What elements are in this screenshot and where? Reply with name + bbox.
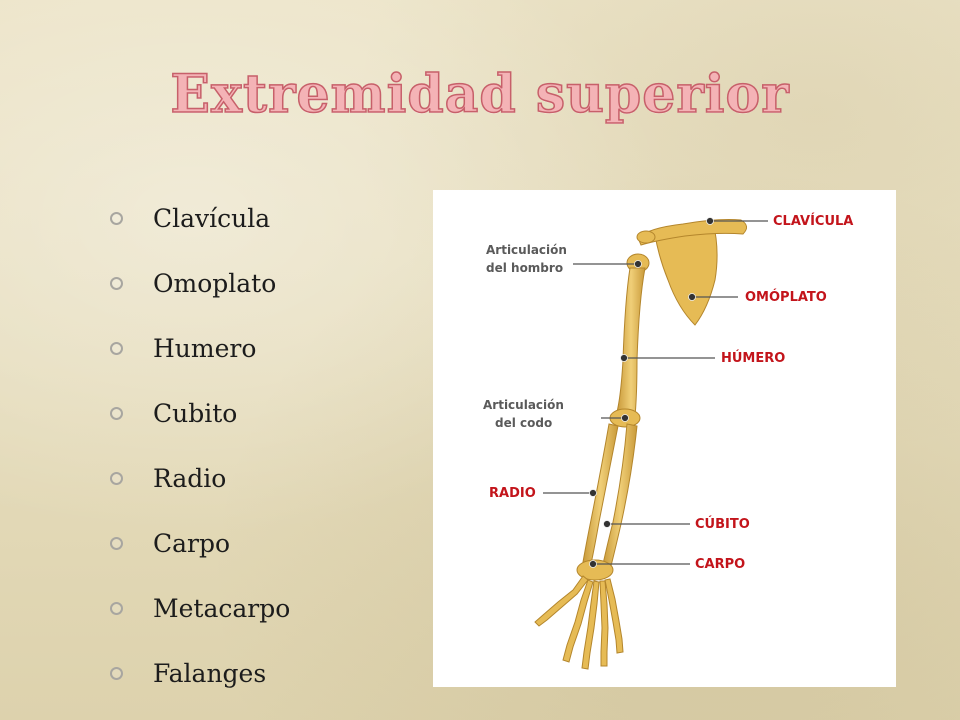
bullet-text: Radio	[153, 464, 227, 493]
bullet-circle-icon	[110, 407, 123, 420]
list-item: Falanges	[110, 641, 290, 706]
clavicle-bone	[637, 219, 747, 246]
leader-lines	[543, 220, 768, 565]
label-clavicula: CLAVÍCULA	[773, 213, 853, 229]
bullet-circle-icon	[110, 537, 123, 550]
bullet-text: Metacarpo	[153, 594, 291, 623]
bullet-circle-icon	[110, 277, 123, 290]
slide-title: Extremidad superior	[170, 63, 790, 126]
bullet-text: Omoplato	[153, 269, 277, 298]
pointer-dots	[589, 217, 714, 568]
acromion-bone	[636, 230, 656, 244]
list-item: Omoplato	[110, 251, 290, 316]
carpus-bone	[576, 559, 614, 581]
hand-bones	[534, 575, 624, 670]
label-shoulder-joint-line1: Articulación	[486, 243, 567, 257]
label-humero: HÚMERO	[721, 350, 785, 366]
humerus-bone	[616, 267, 646, 417]
bullet-circle-icon	[110, 212, 123, 225]
bullet-text: Falanges	[153, 659, 267, 688]
list-item: Cubito	[110, 381, 290, 446]
list-item: Humero	[110, 316, 290, 381]
bullet-text: Humero	[153, 334, 257, 363]
label-shoulder-joint-line2: del hombro	[486, 261, 563, 275]
list-item: Carpo	[110, 511, 290, 576]
label-omoplato: OMÓPLATO	[745, 289, 827, 305]
bullet-text: Cubito	[153, 399, 238, 428]
bullet-circle-icon	[110, 667, 123, 680]
list-item: Clavícula	[110, 186, 290, 251]
label-elbow-joint-line2: del codo	[495, 416, 552, 430]
bullet-circle-icon	[110, 342, 123, 355]
bullet-circle-icon	[110, 472, 123, 485]
bullet-circle-icon	[110, 602, 123, 615]
arm-skeleton-diagram: CLAVÍCULA OMÓPLATO HÚMERO RADIO CÚBITO C…	[433, 190, 896, 687]
bullet-text: Clavícula	[153, 204, 271, 233]
bullet-text: Carpo	[153, 529, 231, 558]
label-carpo: CARPO	[695, 557, 745, 572]
list-item: Radio	[110, 446, 290, 511]
label-radio: RADIO	[489, 486, 536, 501]
list-item: Metacarpo	[110, 576, 290, 641]
label-elbow-joint-line1: Articulación	[483, 398, 564, 412]
bullet-list: Clavícula Omoplato Humero Cubito Radio C…	[110, 186, 290, 706]
arm-skeleton-svg: CLAVÍCULA OMÓPLATO HÚMERO RADIO CÚBITO C…	[483, 213, 853, 670]
label-cubito: CÚBITO	[695, 516, 750, 532]
